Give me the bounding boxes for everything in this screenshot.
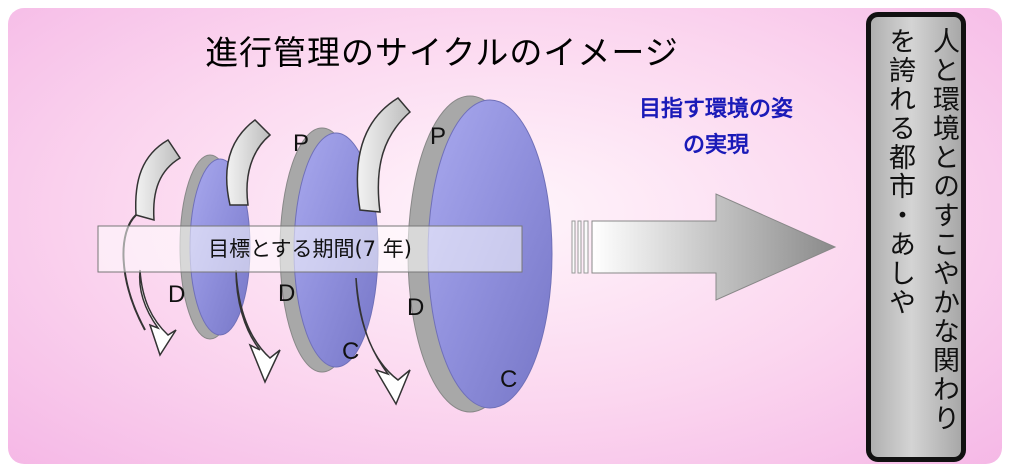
cycle-2-c-letter: C xyxy=(342,338,360,365)
period-bar xyxy=(97,225,523,273)
cycle-3-p-letter: P xyxy=(430,123,447,150)
cycle-2-p-letter: P xyxy=(293,130,310,157)
vision-text: 人と環境とのすこやかな関わりを誇れる都市・あしや xyxy=(884,27,959,433)
vision-box: 人と環境とのすこやかな関わりを誇れる都市・あしや xyxy=(866,12,966,462)
period-label: 目標とする期間(7 年) xyxy=(208,237,412,261)
cycle-1-d-letter: D xyxy=(168,281,186,308)
cycle-2-d-letter: D xyxy=(278,280,296,307)
diagram-title: 進行管理のサイクルのイメージ xyxy=(205,33,679,72)
cycle-3-d-letter: D xyxy=(407,294,425,321)
goal-line-1: 目指す環境の姿 xyxy=(638,97,793,122)
cycle-diagram xyxy=(97,95,837,413)
goal-text: 目指す環境の姿 の実現 xyxy=(598,92,834,164)
cycle-3-c-letter: C xyxy=(500,366,518,393)
progress-arrow xyxy=(571,193,837,301)
goal-line-2: の実現 xyxy=(682,133,749,158)
